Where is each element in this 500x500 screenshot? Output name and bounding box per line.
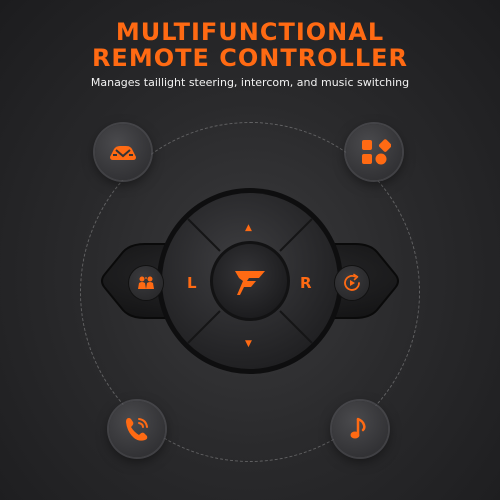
right-turn-button[interactable]: R bbox=[300, 274, 312, 292]
music-switch-button[interactable] bbox=[335, 266, 369, 300]
music-switch-icon bbox=[344, 273, 360, 291]
taillight-feature-badge bbox=[95, 124, 151, 180]
car-icon bbox=[110, 146, 136, 160]
apps-icon bbox=[362, 139, 391, 165]
left-turn-button[interactable]: L bbox=[187, 274, 197, 292]
phone-call-icon bbox=[126, 418, 148, 441]
page-title-line1: MULTIFUNCTIONAL bbox=[115, 18, 385, 46]
music-feature-badge bbox=[332, 401, 388, 457]
brand-logo-icon[interactable] bbox=[233, 268, 267, 298]
page-subtitle: Manages taillight steering, intercom, an… bbox=[90, 76, 410, 89]
remote-controller: ▲ ▼ L R bbox=[95, 186, 405, 376]
phone-feature-badge bbox=[109, 401, 165, 457]
intercom-icon bbox=[138, 276, 154, 289]
page-title-line2: REMOTE CONTROLLER bbox=[91, 44, 409, 72]
up-arrow-icon[interactable]: ▲ bbox=[245, 223, 252, 233]
intercom-button[interactable] bbox=[129, 266, 163, 300]
dashed-orbit-ring bbox=[80, 122, 420, 462]
apps-feature-badge bbox=[346, 124, 402, 180]
music-note-icon bbox=[350, 417, 366, 439]
down-arrow-icon[interactable]: ▼ bbox=[245, 339, 252, 349]
